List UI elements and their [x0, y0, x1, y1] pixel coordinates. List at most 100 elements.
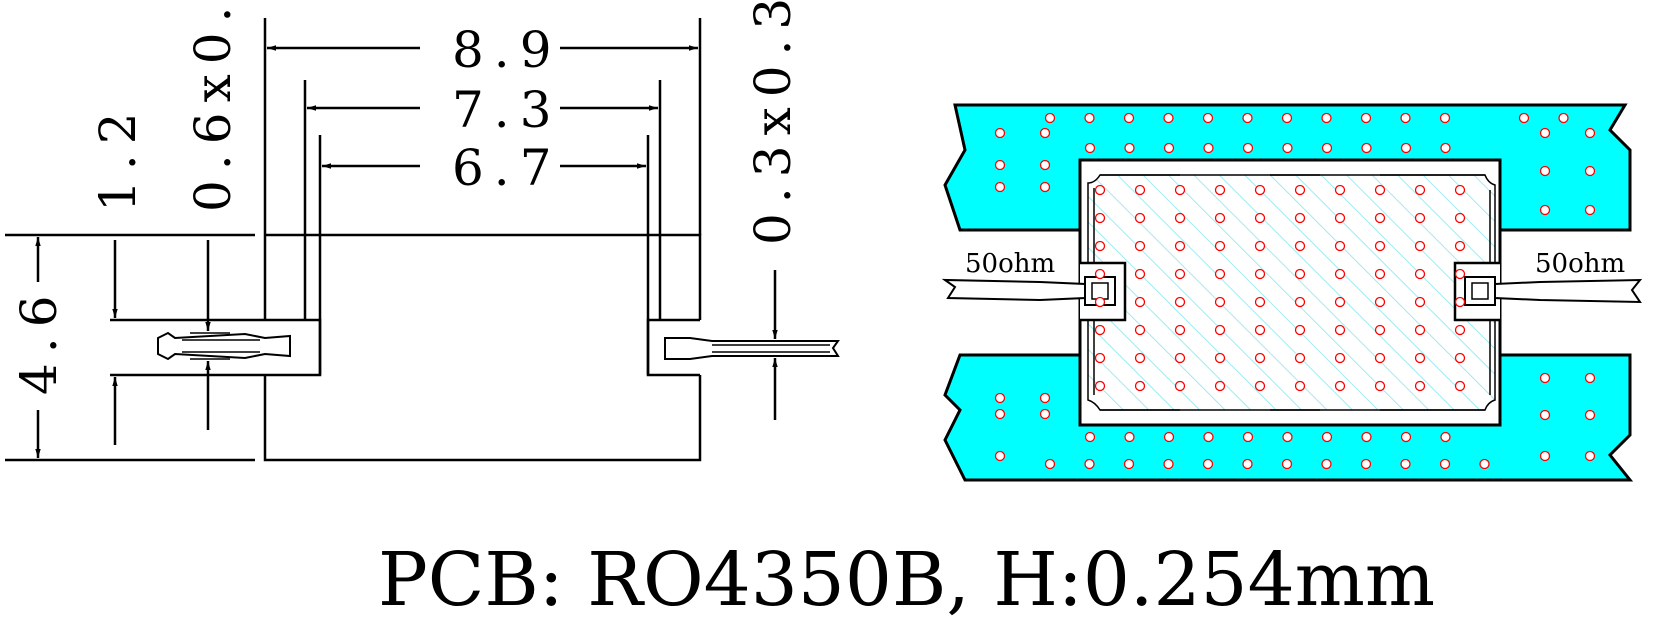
via-dot [1174, 212, 1186, 224]
via-dot [1134, 352, 1146, 364]
via-dot [1214, 240, 1226, 252]
via-dot [1439, 112, 1451, 124]
via-dot [1454, 352, 1466, 364]
via-dot [1134, 212, 1146, 224]
via-dot [1254, 324, 1266, 336]
via-dot [1174, 380, 1186, 392]
dim-overall-width: 8.9 [452, 21, 562, 79]
via-dot [1254, 184, 1266, 196]
via-dot [1360, 112, 1372, 124]
via-dot [1134, 324, 1146, 336]
via-dot [1163, 431, 1175, 443]
via-dot [1414, 212, 1426, 224]
via-dot [1400, 458, 1411, 470]
via-dot [1321, 112, 1332, 124]
via-dot [1044, 112, 1056, 124]
die-area [1087, 174, 1496, 411]
via-dot [1454, 268, 1466, 280]
via-dot [1518, 112, 1530, 124]
via-dot [1334, 352, 1346, 364]
via-dot [1374, 240, 1386, 252]
via-dot [1174, 352, 1186, 364]
via-dot [1174, 184, 1186, 196]
via-dot [1254, 240, 1266, 252]
via-dot [1584, 450, 1596, 462]
via-dot [1214, 380, 1226, 392]
right-port-window [646, 318, 700, 377]
left-port-window [265, 318, 322, 377]
via-dot [1361, 431, 1372, 443]
via-dot [1374, 268, 1386, 280]
via-dot [1454, 240, 1466, 252]
via-dot [1294, 212, 1306, 224]
via-dot [1294, 324, 1306, 336]
right-feed-line [1494, 278, 1643, 304]
via-dot [1254, 268, 1266, 280]
via-dot [1094, 380, 1106, 392]
caption: PCB: RO4350B, H:0.254mm [378, 537, 1435, 623]
via-dot [1539, 165, 1551, 177]
via-dot [1094, 296, 1106, 308]
via-dot [1242, 112, 1253, 124]
dim-pad-left: 0.6x0.6 [184, 0, 242, 212]
package-body [263, 233, 702, 462]
via-dot [1334, 268, 1346, 280]
via-dot [1094, 240, 1106, 252]
via-dot [1361, 142, 1372, 154]
via-dot [994, 392, 1006, 404]
dim-pad-right: 0.3x0.3 [744, 0, 802, 245]
via-dot [1094, 184, 1106, 196]
via-dot [1360, 458, 1372, 470]
via-dot [1214, 352, 1226, 364]
via-dot [1214, 324, 1226, 336]
via-dot [1321, 458, 1332, 470]
via-dot [994, 450, 1006, 462]
via-dot [1163, 458, 1174, 470]
via-dot [1242, 431, 1254, 443]
via-dot [1163, 112, 1174, 124]
via-dot [1242, 458, 1253, 470]
via-dot [994, 408, 1006, 420]
via-dot [1334, 240, 1346, 252]
via-dot [1539, 450, 1551, 462]
via-dot [1134, 240, 1146, 252]
via-dot [1454, 212, 1466, 224]
via-dot [1539, 127, 1551, 139]
via-dot [1039, 408, 1051, 420]
via-dot [1123, 112, 1135, 124]
via-dot [1294, 296, 1306, 308]
via-dot [1334, 324, 1346, 336]
via-dot [1124, 431, 1135, 443]
via-dot [1084, 458, 1095, 470]
via-dot [1584, 372, 1596, 384]
via-dot [1039, 392, 1051, 404]
dim-gap-width: 6.7 [452, 139, 562, 197]
via-dot [1214, 212, 1226, 224]
via-dot [1454, 324, 1466, 336]
via-dot [1039, 181, 1051, 193]
via-dot [1094, 212, 1106, 224]
via-dot [1374, 324, 1386, 336]
via-dot [1094, 324, 1106, 336]
via-dot [1202, 112, 1214, 124]
pcb-layout [941, 103, 1643, 482]
via-dot [1439, 458, 1451, 470]
via-dot [1214, 184, 1226, 196]
via-dot [1414, 352, 1426, 364]
mechanical-drawing [5, 18, 840, 462]
via-dot [1202, 458, 1214, 470]
via-dot [994, 181, 1006, 193]
via-dot [1454, 184, 1466, 196]
via-dot [1203, 142, 1214, 154]
via-dot [1321, 431, 1333, 443]
via-dot [1334, 296, 1346, 308]
via-dot [1242, 142, 1254, 154]
via-dot [1124, 142, 1135, 154]
via-dot [1294, 240, 1306, 252]
dim-height: 4.6 [10, 285, 68, 395]
via-dot [1479, 458, 1490, 470]
via-dot [1174, 240, 1186, 252]
via-dot [1134, 184, 1146, 196]
via-dot [1094, 268, 1106, 280]
via-dot [1414, 240, 1426, 252]
